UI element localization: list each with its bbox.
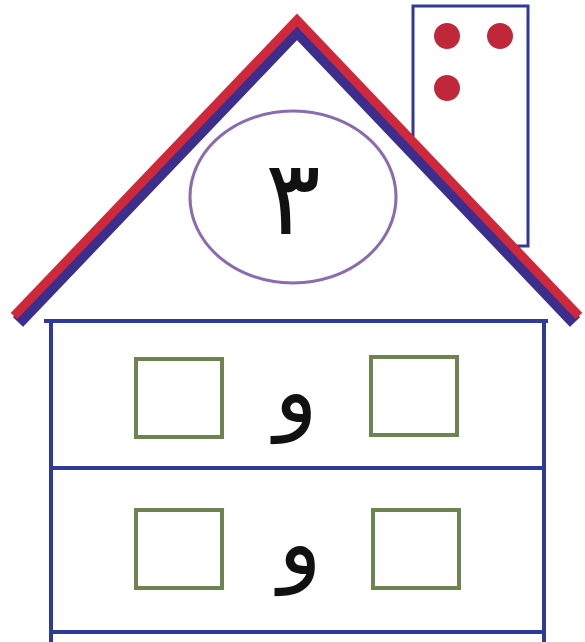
row-1-connector: و [236,342,356,442]
answer-box-right[interactable] [373,510,459,588]
chimney-dot [434,23,460,49]
house-top-number: ٣ [190,118,396,278]
answer-box-left[interactable] [136,510,222,588]
chimney-dot [487,23,513,49]
answer-box-left[interactable] [136,359,222,437]
answer-box-right[interactable] [371,357,457,435]
chimney-dot [434,75,460,101]
row-2-connector: و [240,494,360,594]
